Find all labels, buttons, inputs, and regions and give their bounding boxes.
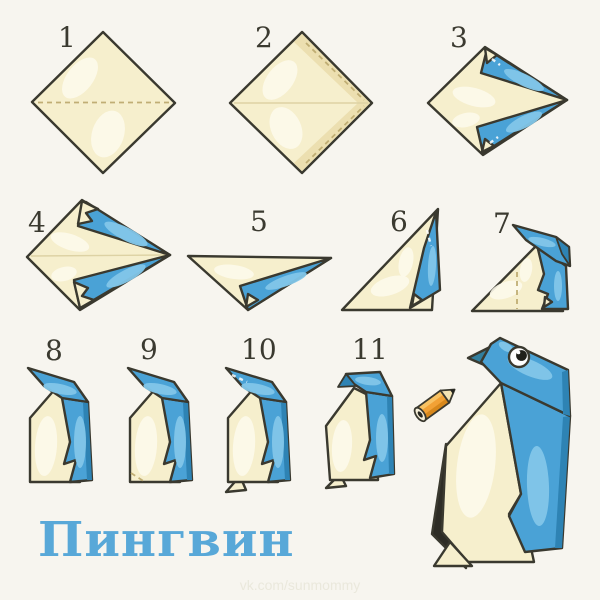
step-4-diagram [25, 198, 172, 312]
step-10-diagram [224, 366, 292, 494]
step-5-diagram [186, 254, 333, 312]
page-title: Пингвин [38, 512, 295, 568]
step-9-number: 9 [140, 333, 158, 366]
step-1-diagram [30, 30, 177, 175]
watermark: vk.com/sunmommy [239, 577, 361, 593]
step-9-diagram [126, 366, 194, 484]
step-3-number: 3 [450, 21, 468, 54]
step-10-number: 10 [241, 333, 277, 366]
step-3-diagram [426, 45, 569, 157]
step-5-number: 5 [250, 205, 268, 238]
penguin-foot [432, 540, 474, 568]
step-11-number: 11 [352, 333, 388, 366]
step-8-number: 8 [45, 334, 63, 367]
step-4-number: 4 [28, 206, 46, 239]
penguin-eye [507, 345, 531, 369]
step-11-diagram [324, 370, 396, 490]
pencil-icon [413, 388, 456, 423]
step-7-number: 7 [493, 207, 511, 240]
step-6-diagram [340, 207, 442, 312]
step-7-diagram [470, 223, 572, 313]
step-2-number: 2 [255, 21, 273, 54]
step-2-diagram [228, 30, 374, 175]
step-8-diagram [26, 366, 94, 484]
step-6-number: 6 [390, 205, 408, 238]
step-1-number: 1 [58, 21, 76, 54]
penguin-illustration [430, 336, 572, 570]
